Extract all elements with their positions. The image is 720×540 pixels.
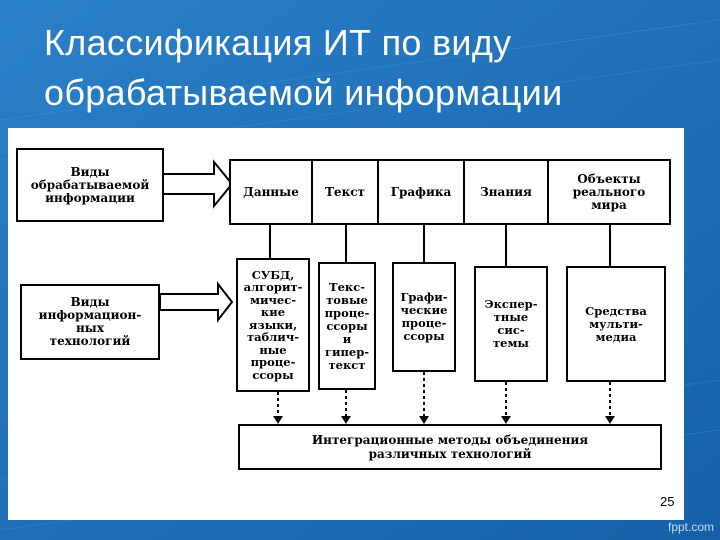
diagram-panel: Виды обрабатываемой информации Виды инфо… bbox=[8, 128, 684, 520]
label-info-types: Виды обрабатываемой информации bbox=[16, 148, 164, 222]
info-types-frame bbox=[229, 159, 671, 225]
info-type-text: Текст bbox=[325, 184, 365, 199]
integration-methods: Интеграционные методы объединения различ… bbox=[238, 424, 662, 470]
tech-multimedia: Средства мульти- медиа bbox=[566, 266, 666, 382]
info-type-real-objects: Объекты реального мира bbox=[572, 171, 646, 212]
watermark: fppt.com bbox=[668, 520, 715, 534]
label-tech-types: Виды информацион- ных технологий bbox=[20, 284, 160, 360]
slide-title: Классификация ИТ по виду обрабатываемой … bbox=[44, 22, 563, 113]
diagram-lines bbox=[159, 159, 671, 424]
slide-number: 25 bbox=[660, 494, 675, 509]
tech-text-processors: Текс- товые проце- ссоры и гипер- текст bbox=[318, 262, 376, 390]
info-type-graphics: Графика bbox=[390, 184, 452, 199]
tech-graphic-processors: Графи- ческие проце- ссоры bbox=[392, 262, 456, 372]
tech-dbms: СУБД, алгорит- мичес- кие языки, таблич-… bbox=[236, 258, 310, 392]
tech-expert-systems: Экспер- тные сис- темы bbox=[474, 266, 548, 382]
info-type-data: Данные bbox=[243, 184, 299, 199]
info-type-knowledge: Знания bbox=[480, 184, 532, 199]
arrow-to-info-types bbox=[159, 159, 234, 209]
arrow-to-technologies bbox=[159, 281, 234, 323]
